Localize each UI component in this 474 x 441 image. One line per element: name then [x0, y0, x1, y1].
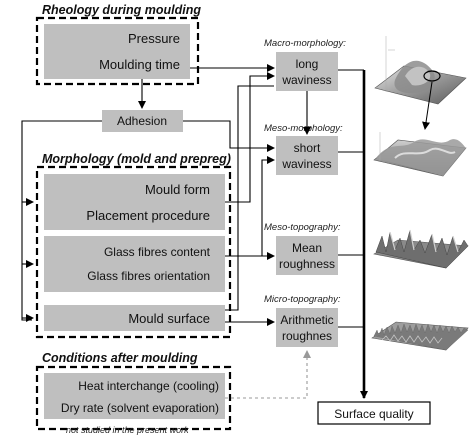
meso-topography-label: Meso-topography:: [264, 222, 341, 233]
moulding-time-label: Moulding time: [99, 57, 180, 72]
rheology-title: Rheology during moulding: [42, 3, 201, 17]
glass-fibres-orientation-label: Glass fibres orientation: [87, 269, 210, 283]
not-studied-note: not studied in the present work: [66, 425, 189, 435]
micro-topography-surface-render: [371, 321, 469, 351]
morphology-title: Morphology (mold and prepreg): [42, 152, 231, 166]
morphology-group-frame: [35, 165, 232, 339]
pressure-label: Pressure: [128, 31, 180, 46]
adhesion-label: Adhesion: [117, 114, 167, 128]
macro-morphology-label: Macro-morphology:: [264, 38, 346, 49]
short-waviness-line1: short: [294, 141, 321, 155]
glass-fibres-box: [44, 236, 225, 292]
short-waviness-line2: waviness: [281, 157, 331, 171]
mould-surface-label: Mould surface: [128, 311, 210, 326]
mould-form-label: Mould form: [145, 182, 210, 197]
meso-morphology-surface-render: [373, 132, 467, 177]
micro-topography-label: Micro-topography:: [264, 294, 341, 305]
zoom-region-circle: [423, 70, 441, 82]
adhesion-box: [102, 110, 183, 132]
mean-roughness-box: [276, 236, 338, 275]
long-waviness-box: [276, 52, 338, 91]
dry-rate-label: Dry rate (solvent evaporation): [61, 401, 219, 415]
rheology-box: [44, 24, 190, 79]
conditions-title: Conditions after moulding: [42, 351, 198, 365]
macro-surface-render: [374, 36, 467, 105]
surface-quality-box: [317, 401, 431, 425]
short-waviness-box: [276, 136, 338, 175]
long-waviness-line2: waviness: [281, 73, 331, 87]
long-waviness-line1: long: [296, 57, 319, 71]
mean-roughness-line2: roughness: [279, 257, 335, 271]
rheology-group-frame: [35, 16, 200, 86]
conditions-box: [44, 373, 225, 419]
meso-topography-surface-render: [373, 229, 469, 269]
line-mould-surface-to-macro: [225, 85, 274, 311]
heat-interchange-label: Heat interchange (cooling): [78, 379, 219, 393]
mould-form-box: [44, 174, 225, 230]
placement-procedure-label: Placement procedure: [86, 208, 210, 223]
arithmetic-roughness-line1: Arithmetic: [280, 313, 333, 327]
arrow-mould-form-to-long-waviness: [225, 72, 275, 203]
zoom-arrow: [422, 81, 433, 130]
arithmetic-roughness-box: [276, 308, 338, 347]
dashed-conditions-link: [225, 350, 311, 399]
arrow-adhesion-to-short-waviness: [183, 120, 275, 152]
surface-quality-label: Surface quality: [334, 407, 413, 421]
mould-surface-box: [44, 305, 225, 331]
conditions-group-frame: [35, 365, 232, 431]
arithmetic-roughness-line2: roughnes: [282, 329, 332, 343]
glass-fibres-content-label: Glass fibres content: [104, 245, 211, 259]
meso-morphology-label: Meso-morphology:: [264, 123, 343, 134]
mean-roughness-line1: Mean: [292, 241, 322, 255]
